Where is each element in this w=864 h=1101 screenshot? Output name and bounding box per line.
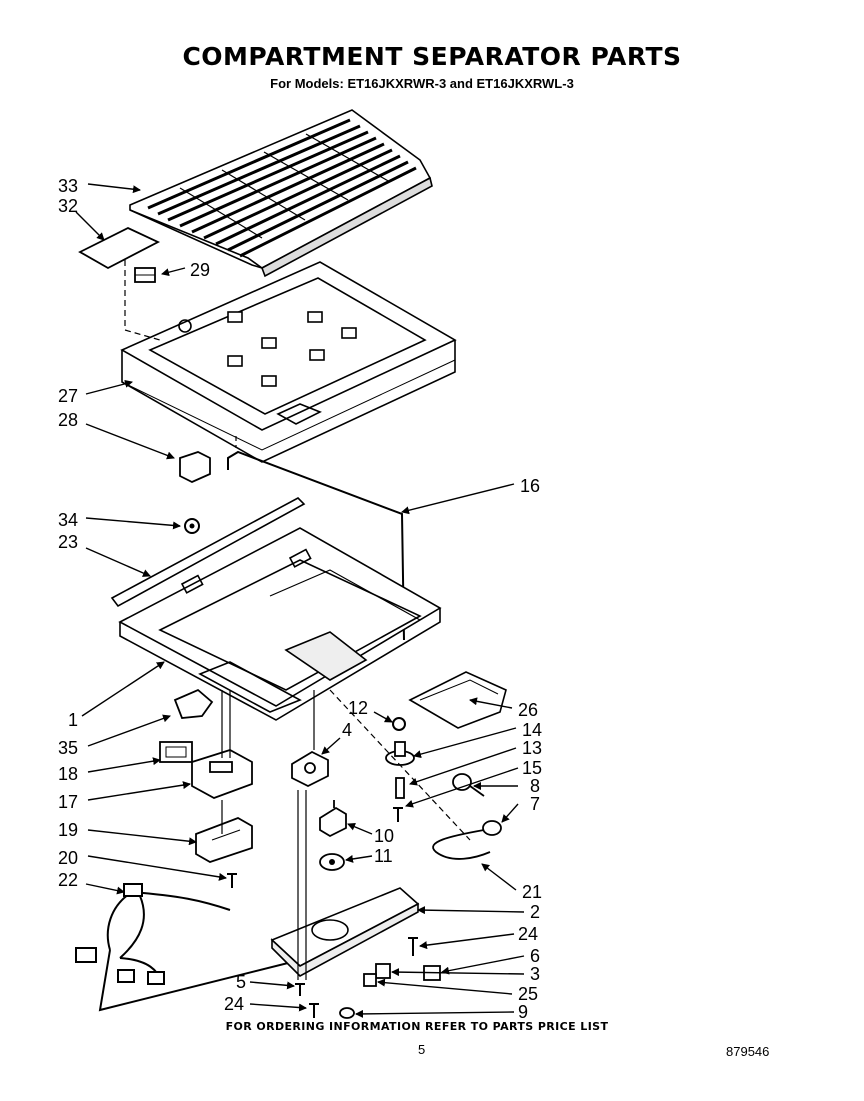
part-34-grommet [184, 518, 200, 534]
callout-12: 12 [348, 698, 368, 718]
part-26-insulation [408, 671, 507, 729]
callout-11: 11 [374, 846, 393, 866]
callout-23: 23 [58, 532, 78, 552]
part-4-damper [291, 750, 329, 788]
callout-19: 19 [58, 820, 78, 840]
callout-10: 10 [374, 826, 394, 846]
callout-28: 28 [58, 410, 78, 430]
leader-lines [75, 183, 525, 1018]
assembly-lines [124, 260, 471, 980]
part-23-trim-strip [110, 497, 306, 608]
callout-16: 16 [520, 476, 540, 496]
page-number: 5 [418, 1042, 426, 1057]
callout-20: 20 [58, 848, 78, 868]
callout-2: 2 [530, 902, 540, 922]
part-22-wiring-harness [75, 883, 301, 1012]
part-15-screw [393, 807, 403, 822]
part-20-screw [227, 873, 237, 888]
part-9-pad [339, 1007, 355, 1019]
callout-33: 33 [58, 176, 78, 196]
callout-27: 27 [58, 386, 78, 406]
callout-18: 18 [58, 764, 78, 784]
part-11-knob [319, 853, 345, 871]
callout-22: 22 [58, 870, 78, 890]
callout-13: 13 [522, 738, 542, 758]
callout-29: 29 [190, 260, 210, 280]
part-35-bracket [173, 688, 214, 719]
callout-15: 15 [522, 758, 542, 778]
callout-21: 21 [522, 882, 542, 902]
callout-4: 4 [342, 720, 352, 740]
callout-9: 9 [518, 1002, 528, 1022]
part-1-separator-pan [118, 527, 442, 721]
part-14-knob [385, 741, 415, 766]
part-32-label [78, 227, 161, 270]
callout-1: 1 [68, 710, 78, 730]
part-7-socket [482, 820, 502, 836]
callout-24-upper: 24 [518, 924, 538, 944]
part-16-wire [227, 450, 405, 641]
callout-14: 14 [522, 720, 542, 740]
callout-labels: 33 32 29 27 28 16 34 23 26 1 35 12 4 14 … [58, 176, 542, 1022]
part-33-shelf-grille [129, 109, 433, 278]
part-12-grommet [392, 717, 406, 731]
screws [295, 937, 418, 1018]
callout-6: 6 [530, 946, 540, 966]
callout-8: 8 [530, 776, 540, 796]
part-27-separator-frame [120, 261, 457, 463]
callout-32: 32 [58, 196, 78, 216]
document-number: 879546 [726, 1044, 770, 1059]
callout-25: 25 [518, 984, 538, 1004]
part-2-light-housing [270, 887, 420, 977]
part-18-switch [159, 741, 193, 763]
callout-35: 35 [58, 738, 78, 758]
part-10-thermostat [319, 800, 347, 838]
part-19-cover [195, 817, 253, 863]
callout-17: 17 [58, 792, 78, 812]
part-3-connector [375, 963, 391, 979]
ordering-note: FOR ORDERING INFORMATION REFER TO PARTS … [225, 1020, 609, 1033]
callout-26: 26 [518, 700, 538, 720]
callout-3: 3 [530, 964, 540, 984]
part-29-clip [134, 267, 156, 283]
models-subtitle: For Models: ET16JKXRWR-3 and ET16JKXRWL-… [270, 76, 574, 91]
callout-5: 5 [236, 972, 246, 992]
part-21-wire [432, 829, 491, 860]
part-28-block [179, 451, 211, 483]
callout-24-lower: 24 [224, 994, 244, 1014]
page-title: COMPARTMENT SEPARATOR PARTS [182, 42, 682, 71]
part-13-shaft [395, 777, 405, 799]
part-25-connector [363, 973, 377, 987]
callout-7: 7 [530, 794, 540, 814]
callout-34: 34 [58, 510, 78, 530]
